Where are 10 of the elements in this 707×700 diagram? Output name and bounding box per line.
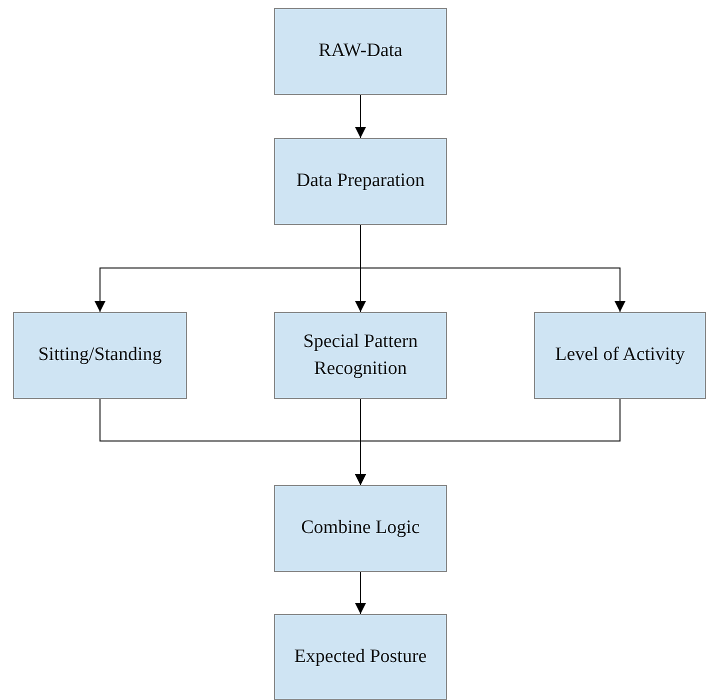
process-box: Expected Posture	[274, 614, 447, 700]
process-box: RAW-Data	[274, 8, 447, 95]
arrow	[355, 398, 620, 486]
process-box: Special Pattern Recognition	[274, 312, 447, 399]
process-box: Combine Logic	[274, 485, 447, 572]
process-box: Level of Activity	[534, 312, 706, 399]
process-box: Data Preparation	[274, 138, 447, 225]
arrow	[355, 572, 366, 614]
arrow	[355, 94, 366, 138]
process-box: Sitting/Standing	[13, 312, 187, 399]
